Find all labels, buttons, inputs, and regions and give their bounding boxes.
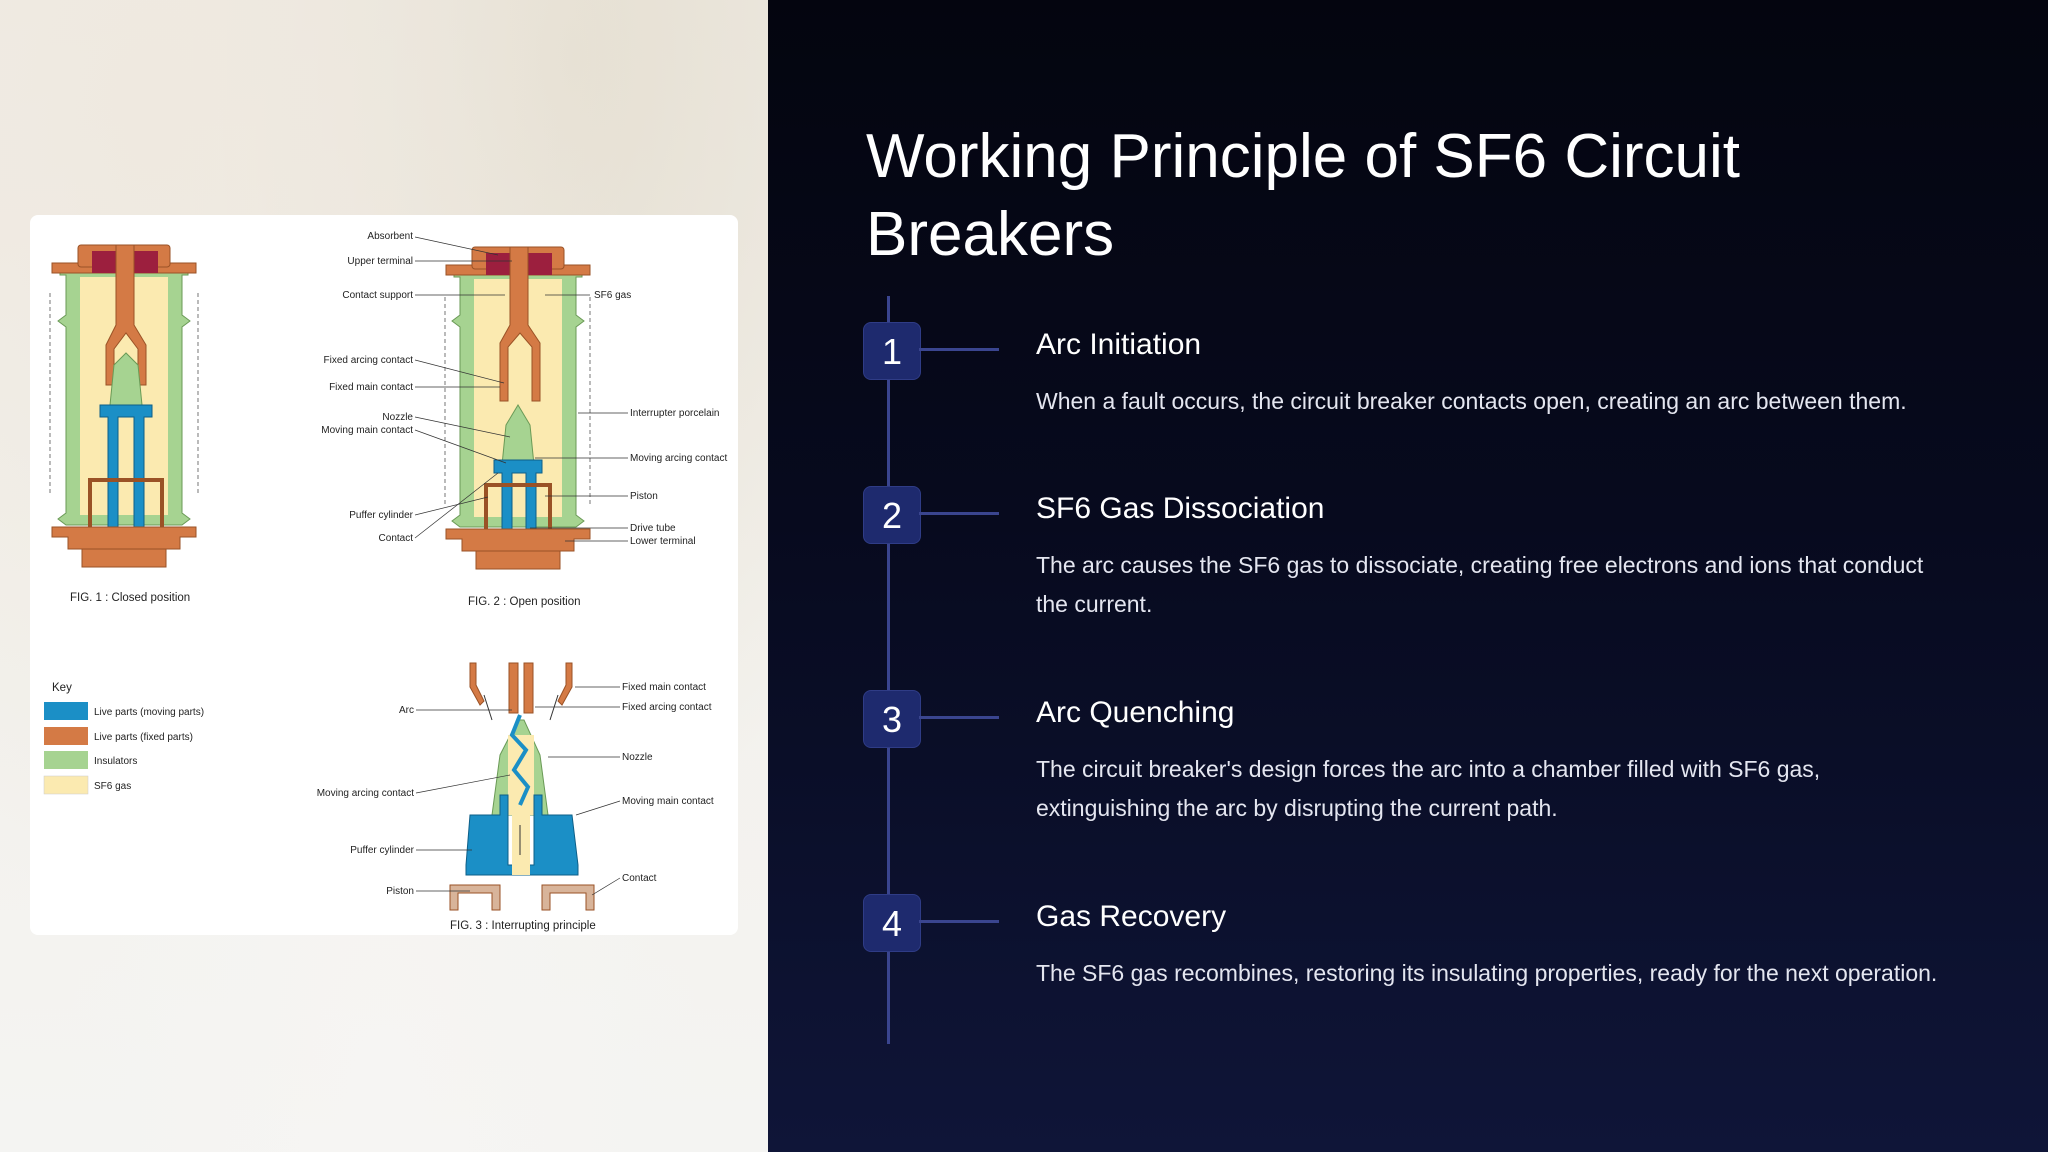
fig3-label-arc: Arc <box>399 705 414 716</box>
step-title: SF6 Gas Dissociation <box>1036 492 1325 525</box>
step-connector <box>919 920 999 923</box>
key-label-fixed: Live parts (fixed parts) <box>94 732 193 743</box>
step-number-badge: 2 <box>863 486 921 544</box>
fig2-caption: FIG. 2 : Open position <box>468 596 581 608</box>
fig3-label-fixed-arcing-contact: Fixed arcing contact <box>622 702 712 713</box>
fig3-label-contact: Contact <box>622 873 657 884</box>
fig3-label-puffer-cylinder: Puffer cylinder <box>350 845 414 856</box>
label-fixed-arcing-contact: Fixed arcing contact <box>324 355 414 366</box>
step-title: Gas Recovery <box>1036 900 1227 933</box>
key-swatch-moving <box>44 702 88 720</box>
fig1-closed-position: FIG. 1 : Closed position <box>49 244 199 604</box>
key-label-gas: SF6 gas <box>94 781 131 792</box>
step-connector <box>919 512 999 515</box>
step-connector <box>919 348 999 351</box>
legend-key: Key Live parts (moving parts) Live parts… <box>43 682 204 795</box>
fig3-label-nozzle: Nozzle <box>622 752 653 763</box>
step-number-badge: 4 <box>863 894 921 952</box>
label-puffer-cylinder: Puffer cylinder <box>349 510 413 521</box>
label-moving-arcing-contact: Moving arcing contact <box>630 453 727 464</box>
key-label-moving: Live parts (moving parts) <box>94 707 204 718</box>
key-swatch-fixed <box>44 727 88 745</box>
sf6-breaker-diagram: FIG. 1 : Closed position <box>30 215 738 935</box>
fig3-label-fixed-main-contact: Fixed main contact <box>622 682 706 693</box>
key-swatch-gas <box>43 775 89 795</box>
label-lower-terminal: Lower terminal <box>630 536 696 547</box>
key-title: Key <box>52 682 72 694</box>
label-contact-support: Contact support <box>342 290 413 301</box>
page-title: Working Principle of SF6 Circuit Breaker… <box>866 122 1741 269</box>
fig3-interrupting-principle: Fixed main contact Fixed arcing contact … <box>317 662 714 932</box>
content-panel: Working Principle of SF6 Circuit Breaker… <box>768 0 2048 1152</box>
label-moving-main-contact: Moving main contact <box>321 425 413 436</box>
step-description: When a fault occurs, the circuit breaker… <box>1036 388 1907 414</box>
step-title: Arc Quenching <box>1036 696 1235 729</box>
step-description: The circuit breaker's design forces the … <box>1036 756 1821 821</box>
label-upper-terminal: Upper terminal <box>347 256 413 267</box>
timeline-line <box>887 296 890 1044</box>
fig3-caption: FIG. 3 : Interrupting principle <box>450 920 596 932</box>
label-drive-tube: Drive tube <box>630 523 676 534</box>
fig2-open-position: Absorbent Upper terminal Contact support… <box>321 231 727 608</box>
step-description: The SF6 gas recombines, restoring its in… <box>1036 960 1938 986</box>
label-contact: Contact <box>379 533 414 544</box>
step-description: The arc causes the SF6 gas to dissociate… <box>1036 552 1924 617</box>
step-number-badge: 3 <box>863 690 921 748</box>
label-absorbent: Absorbent <box>367 231 413 242</box>
label-sf6-gas: SF6 gas <box>594 290 631 301</box>
fig3-label-moving-arcing-contact: Moving arcing contact <box>317 788 414 799</box>
label-piston: Piston <box>630 491 658 502</box>
label-interrupter-porcelain: Interrupter porcelain <box>630 408 720 419</box>
key-label-insulators: Insulators <box>94 756 137 767</box>
fig1-caption: FIG. 1 : Closed position <box>70 592 190 604</box>
step-title: Arc Initiation <box>1036 328 1202 361</box>
breaker-figures: FIG. 1 : Closed position <box>43 231 727 932</box>
step-number-badge: 1 <box>863 322 921 380</box>
fig3-label-moving-main-contact: Moving main contact <box>622 796 714 807</box>
step-connector <box>919 716 999 719</box>
image-panel: FIG. 1 : Closed position <box>0 0 768 1152</box>
label-fixed-main-contact: Fixed main contact <box>329 382 413 393</box>
key-swatch-insulators <box>44 751 88 769</box>
label-nozzle: Nozzle <box>382 412 413 423</box>
fig3-label-piston: Piston <box>386 886 414 897</box>
